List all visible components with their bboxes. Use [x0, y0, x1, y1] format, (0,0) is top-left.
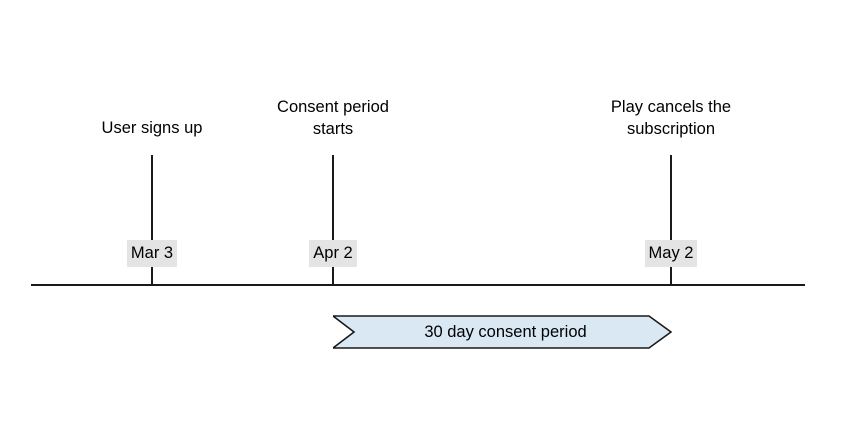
event-date-wrap-mar-3: Mar 3 — [22, 240, 282, 267]
event-label-user-signs-up: User signs up — [101, 119, 203, 137]
timeline-tick-mar-3 — [151, 155, 153, 285]
event-date-wrap-apr-2: Apr 2 — [203, 240, 463, 267]
consent-period-banner: 30 day consent period — [333, 315, 672, 349]
timeline-tick-apr-2 — [332, 155, 334, 285]
chevron-banner-shape — [333, 315, 672, 349]
consent-period-label: 30 day consent period — [424, 322, 587, 341]
timeline-tick-may-2 — [670, 155, 672, 285]
event-date-mar-3: Mar 3 — [126, 240, 178, 267]
event-date-wrap-may-2: May 2 — [541, 240, 801, 267]
timeline-axis — [31, 284, 805, 286]
event-date-may-2: May 2 — [644, 240, 698, 267]
event-label-play-cancels-subscription: Play cancels the subscription — [610, 98, 732, 138]
event-label-consent-period-starts: Consent period starts — [277, 98, 389, 138]
event-date-apr-2: Apr 2 — [309, 240, 357, 267]
